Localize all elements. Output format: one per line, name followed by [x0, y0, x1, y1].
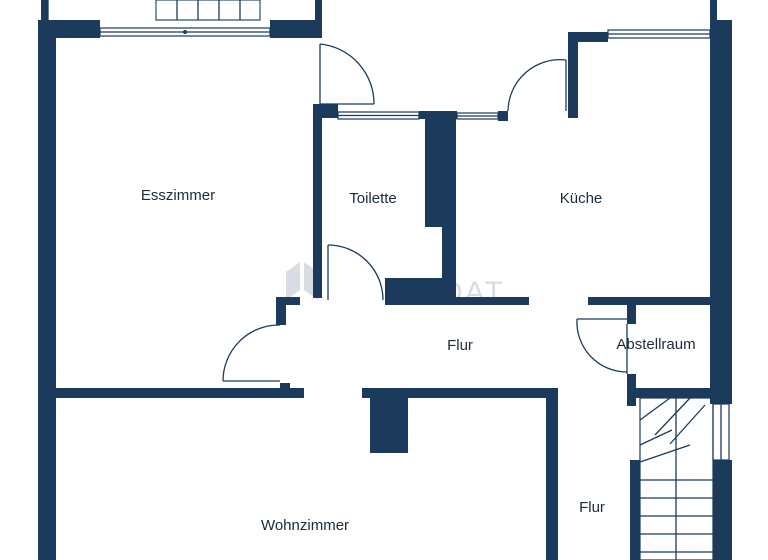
door-esszimmer-top — [319, 43, 375, 105]
staircase — [639, 397, 714, 560]
room-label-flur-stair: Flur — [579, 499, 605, 516]
room-label-esszimmer: Esszimmer — [141, 187, 215, 204]
walls — [38, 0, 732, 560]
room-label-flur: Flur — [447, 337, 473, 354]
door-kueche — [507, 59, 567, 112]
room-label-toilette: Toilette — [349, 190, 397, 207]
door-toilette — [327, 244, 384, 301]
room-label-kueche: Küche — [560, 190, 603, 207]
room-label-abstellraum: Abstellraum — [616, 336, 695, 353]
door-abstellraum — [576, 318, 628, 374]
room-labels: Esszimmer Toilette Küche Flur Abstellrau… — [141, 187, 696, 534]
door-esszimmer-flur — [222, 324, 281, 382]
room-label-wohnzimmer: Wohnzimmer — [261, 517, 349, 534]
doors — [222, 43, 628, 382]
top-steps — [155, 0, 261, 21]
windows — [47, 0, 730, 461]
